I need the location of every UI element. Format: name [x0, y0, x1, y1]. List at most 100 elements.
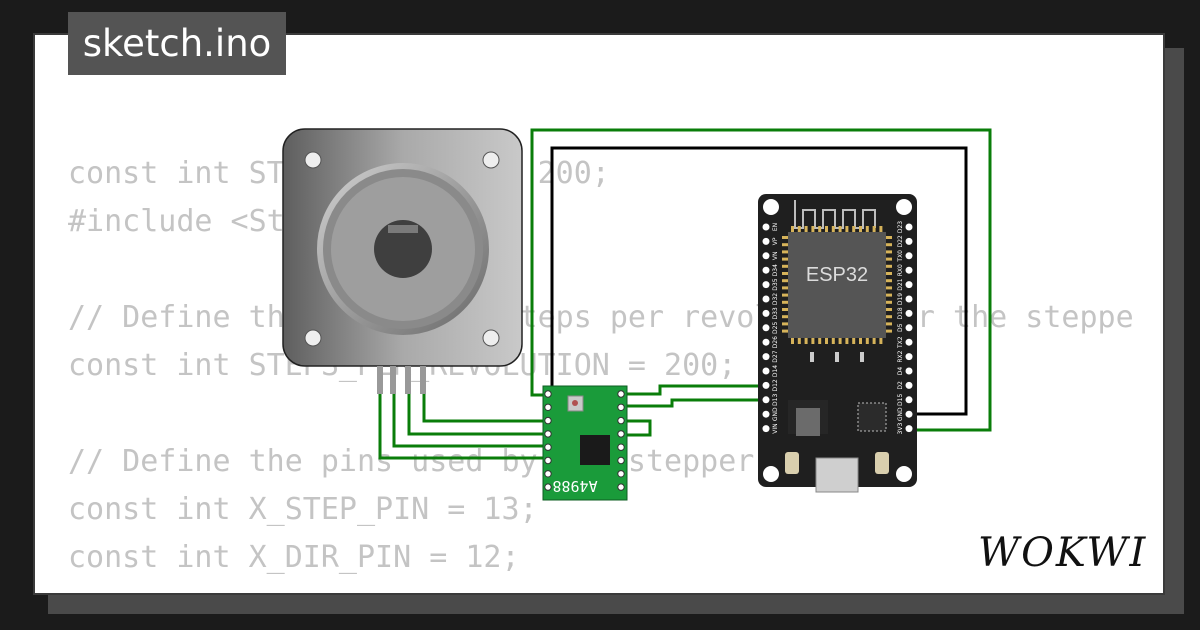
chip-pin	[852, 226, 856, 232]
chip-pin	[872, 226, 876, 232]
smd-part	[835, 352, 839, 362]
pin-label: D22	[897, 235, 904, 247]
pin-label: D18	[897, 307, 904, 319]
chip-pin	[886, 250, 892, 254]
esp32-pin[interactable]	[762, 266, 770, 274]
pin-label: D12	[772, 379, 779, 391]
chip-pin	[782, 322, 788, 326]
esp32-pin[interactable]	[905, 309, 913, 317]
chip-pin	[791, 226, 794, 232]
esp32-pin[interactable]	[762, 338, 770, 346]
driver-pin	[544, 430, 552, 438]
driver-pin	[617, 456, 625, 465]
chip-pin	[831, 226, 835, 232]
esp32-pin[interactable]	[762, 353, 770, 361]
chip-pin	[859, 226, 862, 232]
pin-label: D33	[772, 307, 779, 319]
file-tab[interactable]: sketch.ino	[68, 12, 286, 75]
chip-pin	[865, 226, 869, 232]
esp32-pin[interactable]	[905, 396, 913, 404]
esp32-pin[interactable]	[762, 410, 770, 418]
chip-pin	[797, 226, 801, 232]
esp32-pin[interactable]	[905, 281, 913, 289]
chip-pin	[831, 338, 835, 344]
esp32-pin[interactable]	[905, 324, 913, 332]
chip-pin	[886, 300, 892, 304]
pin-label: RX2	[897, 350, 904, 362]
chip-pin	[852, 338, 856, 344]
esp32-label: ESP32	[806, 264, 868, 286]
esp32-pin[interactable]	[905, 381, 913, 389]
chip-pin	[845, 226, 849, 232]
svg-text:WOKWI: WOKWI	[978, 530, 1147, 576]
pin-label: D21	[897, 278, 904, 290]
esp32-pin[interactable]	[762, 309, 770, 317]
chip-pin	[791, 338, 794, 344]
pin-label: D2	[897, 381, 904, 390]
chip-pin	[818, 226, 822, 232]
pin-label: D4	[897, 367, 904, 376]
preview-card	[33, 33, 1165, 595]
esp32-pin[interactable]	[762, 223, 770, 231]
chip-pin	[811, 338, 815, 344]
chip-pin	[886, 329, 892, 333]
chip-pin	[859, 338, 862, 344]
esp32-pin[interactable]	[762, 295, 770, 303]
pin-label: TX0	[897, 250, 904, 263]
code-line: const int X_STEP_PIN = 13;	[68, 492, 538, 527]
motor-wires	[378, 394, 548, 460]
driver-pin	[617, 416, 625, 425]
pin-label: GND	[897, 407, 904, 421]
esp32-pin[interactable]	[905, 367, 913, 375]
pin-label: D5	[897, 323, 904, 332]
esp32-pin[interactable]	[905, 237, 913, 245]
a4988-driver[interactable]: A4988	[542, 385, 628, 501]
driver-pin	[617, 443, 625, 451]
stepper-motor[interactable]	[282, 128, 523, 394]
pin-label: D23	[897, 221, 904, 233]
chip-pin	[782, 236, 788, 239]
chip-pin	[782, 308, 788, 311]
esp32-pin[interactable]	[905, 425, 913, 433]
pin-label: D19	[897, 293, 904, 305]
chip-pin	[782, 250, 788, 254]
driver-pin	[544, 416, 552, 425]
esp32-pin[interactable]	[762, 425, 770, 433]
esp32-pin[interactable]	[762, 367, 770, 375]
esp32-pin[interactable]	[762, 324, 770, 332]
esp32-pin[interactable]	[905, 223, 913, 231]
esp32-pin[interactable]	[905, 266, 913, 274]
pin-label: EN	[772, 223, 779, 231]
esp32-board[interactable]: ESP32 ENVPVND34D35D32D33D25D26D27D14D12D…	[758, 194, 917, 493]
chip-pin	[886, 308, 892, 311]
pin-label: D14	[772, 365, 779, 377]
driver-label: A4988	[552, 477, 597, 495]
chip-pin	[782, 286, 788, 290]
chip-pin	[886, 264, 892, 268]
pin-label: D34	[772, 264, 779, 276]
pin-label: D35	[772, 278, 779, 290]
esp32-pin[interactable]	[762, 281, 770, 289]
chip-pin	[797, 338, 801, 344]
esp32-pin[interactable]	[905, 410, 913, 418]
esp32-pin[interactable]	[905, 338, 913, 346]
esp32-pin[interactable]	[905, 295, 913, 303]
esp32-pin[interactable]	[905, 252, 913, 260]
esp32-pin[interactable]	[762, 252, 770, 260]
chip-pin	[879, 338, 883, 344]
esp32-pin[interactable]	[762, 237, 770, 245]
pin-label: D27	[772, 350, 779, 362]
chip-pin	[782, 300, 788, 304]
smd-part	[810, 352, 814, 362]
chip-pin	[886, 322, 892, 326]
driver-pin	[617, 430, 625, 438]
chip-pin	[804, 338, 808, 344]
chip-pin	[879, 226, 883, 232]
chip-pin	[782, 329, 788, 333]
esp32-pin[interactable]	[762, 381, 770, 389]
esp32-pin[interactable]	[762, 396, 770, 404]
chip-pin	[886, 315, 892, 319]
esp32-pin[interactable]	[905, 353, 913, 361]
chip-pin	[818, 338, 822, 344]
